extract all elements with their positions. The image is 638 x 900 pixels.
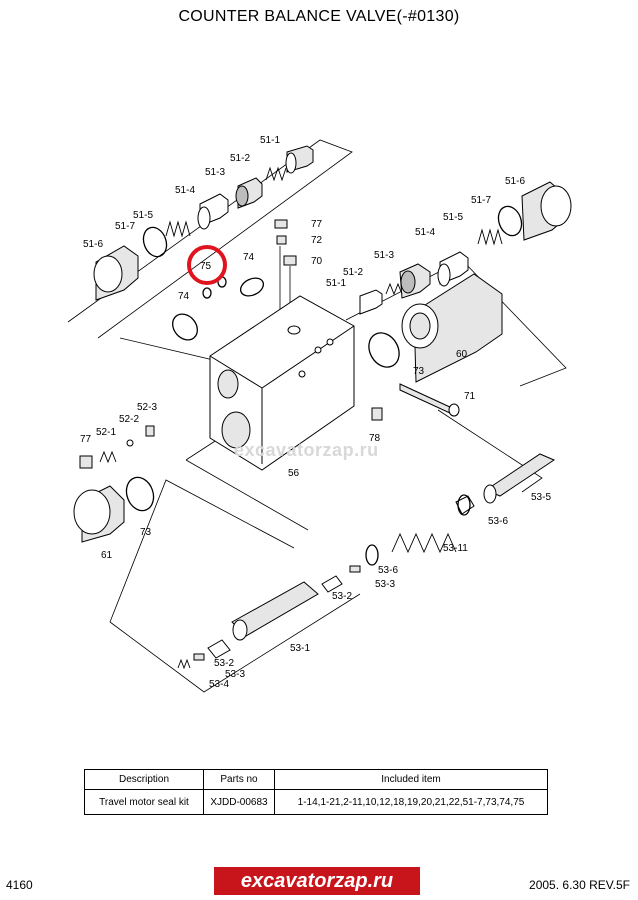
cell-included-item: 1-14,1-21,2-11,10,12,18,19,20,21,22,51-7… (274, 789, 548, 815)
callout-52-3: 52-3 (137, 402, 157, 413)
seal-kit-table: Description Parts no Included item Trave… (84, 769, 548, 815)
table-header-row: Description Parts no Included item (84, 769, 548, 790)
callout-51-5: 51-5 (133, 210, 153, 221)
cell-parts-no: XJDD-00683 (203, 789, 275, 815)
cell-description: Travel motor seal kit (84, 789, 204, 815)
callout-53-3-upper: 53-3 (375, 579, 395, 590)
valve-body-56 (209, 295, 355, 471)
callout-51-3: 51-3 (205, 167, 225, 178)
spool-assembly-53 (177, 453, 556, 670)
callout-51-5-right: 51-5 (443, 212, 463, 223)
callout-77: 77 (311, 219, 323, 230)
callout-51-1-right: 51-1 (326, 278, 346, 289)
callout-labels: 51-1 51-2 51-3 51-4 51-5 51-7 51-6 51-6 … (80, 135, 551, 690)
callout-78: 78 (369, 433, 381, 444)
callout-56: 56 (288, 468, 300, 479)
callout-70: 70 (311, 256, 323, 267)
page-title: COUNTER BALANCE VALVE(-#0130) (178, 8, 460, 25)
callout-73-lower: 73 (140, 527, 152, 538)
callout-53-11: 53-11 (443, 543, 468, 554)
upper-left-check-assembly (93, 145, 314, 301)
callout-72: 72 (311, 235, 323, 246)
callout-53-6-lower: 53-6 (378, 565, 398, 576)
header-included-item: Included item (274, 769, 548, 790)
table-row: Travel motor seal kit XJDD-00683 1-14,1-… (84, 789, 548, 815)
callout-51-6: 51-6 (83, 239, 103, 250)
callout-74-right: 74 (243, 252, 255, 263)
callout-51-3-right: 51-3 (374, 250, 394, 261)
upper-right-check-assembly (359, 181, 572, 315)
plug-78 (371, 407, 383, 421)
callout-51-4: 51-4 (175, 185, 195, 196)
callout-52-2: 52-2 (119, 414, 139, 425)
callout-53-1: 53-1 (290, 643, 310, 654)
callout-51-7-right: 51-7 (471, 195, 491, 206)
callout-51-2-right: 51-2 (343, 267, 363, 278)
watermark: excavatorzap.ru (234, 440, 379, 460)
cap-61 (73, 476, 155, 543)
callout-51-2: 51-2 (230, 153, 250, 164)
callout-74-left: 74 (178, 291, 190, 302)
callout-53-6-upper: 53-6 (488, 516, 508, 527)
bolt-71 (399, 383, 460, 417)
header-parts-no: Parts no (203, 769, 275, 790)
callout-75: 75 (200, 261, 212, 272)
page-number: 4160 (6, 878, 33, 892)
callout-60: 60 (456, 349, 468, 360)
callout-77-left: 77 (80, 434, 92, 445)
callout-53-5: 53-5 (531, 492, 551, 503)
callout-53-2-lower: 53-2 (214, 658, 234, 669)
brand-link[interactable]: excavatorzap.ru (214, 867, 420, 895)
callout-61: 61 (101, 550, 113, 561)
callout-53-4: 53-4 (209, 679, 229, 690)
callout-51-4-right: 51-4 (415, 227, 435, 238)
highlight-circle-75 (187, 245, 227, 285)
callout-53-2-upper: 53-2 (332, 591, 352, 602)
header-description: Description (84, 769, 204, 790)
callout-51-1: 51-1 (260, 135, 280, 146)
callout-73-upper: 73 (413, 366, 425, 377)
revision-note: 2005. 6.30 REV.5F (529, 878, 630, 892)
callout-51-7: 51-7 (115, 221, 135, 232)
lower-left-plug-group (79, 425, 155, 469)
cap-60 (401, 273, 503, 383)
callout-53-3-lower: 53-3 (225, 669, 245, 680)
callout-51-6-right: 51-6 (505, 176, 525, 187)
callout-52-1: 52-1 (96, 427, 116, 438)
callout-71: 71 (464, 391, 476, 402)
